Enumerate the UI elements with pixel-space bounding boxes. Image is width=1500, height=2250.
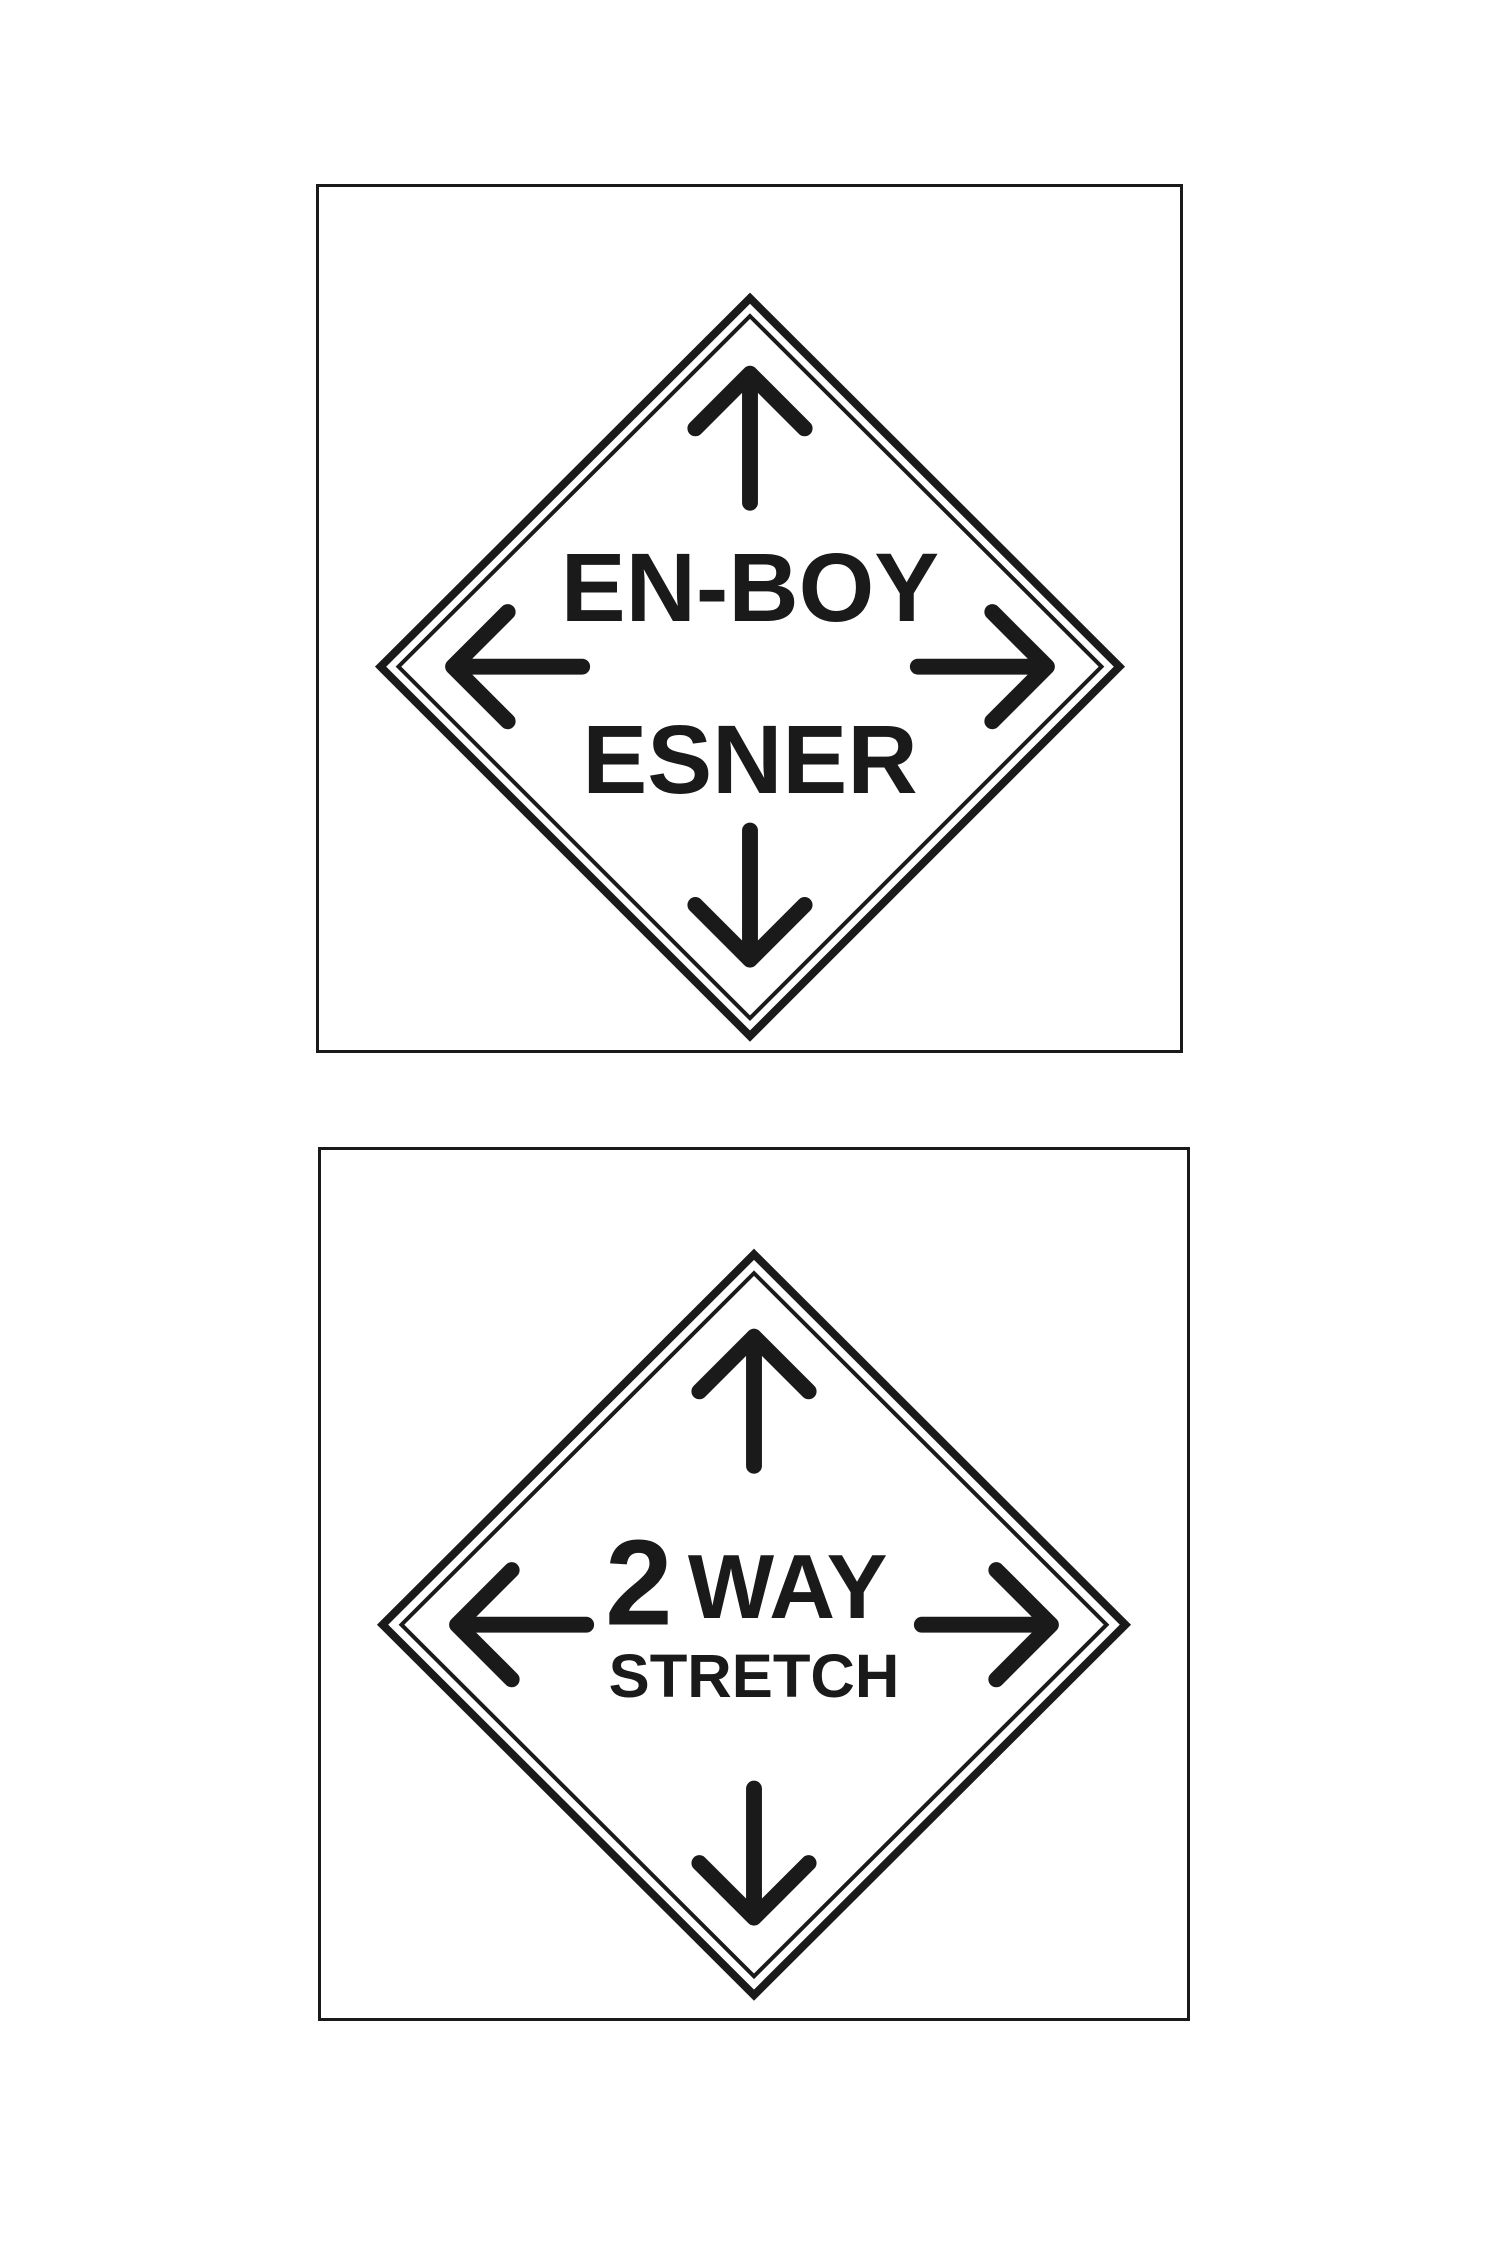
label-line-2: STRETCH — [609, 1642, 900, 1711]
label-word: WAY — [688, 1536, 888, 1638]
arrow-left-icon — [449, 1562, 595, 1688]
stretch-symbol-2-way: 2 WAY STRETCH — [376, 1248, 1132, 2001]
label-panel-en-boy-esner: EN-BOY ESNER — [316, 184, 1183, 1053]
stretch-symbol-en-boy: EN-BOY ESNER — [374, 292, 1126, 1042]
diamond-icon — [374, 292, 1126, 1042]
diamond-icon — [376, 1248, 1132, 2001]
arrow-left-icon — [445, 604, 591, 730]
label-line-1: EN-BOY — [561, 533, 939, 642]
arrow-down-icon — [687, 822, 813, 968]
arrow-down-icon — [691, 1780, 817, 1926]
label-panel-2-way-stretch: 2 WAY STRETCH — [318, 1147, 1190, 2021]
arrow-right-icon — [909, 604, 1055, 730]
arrow-up-icon — [687, 365, 813, 511]
label-number: 2 — [605, 1515, 672, 1651]
arrow-up-icon — [691, 1328, 817, 1474]
label-line-2: ESNER — [582, 705, 917, 814]
arrow-right-icon — [913, 1562, 1059, 1688]
